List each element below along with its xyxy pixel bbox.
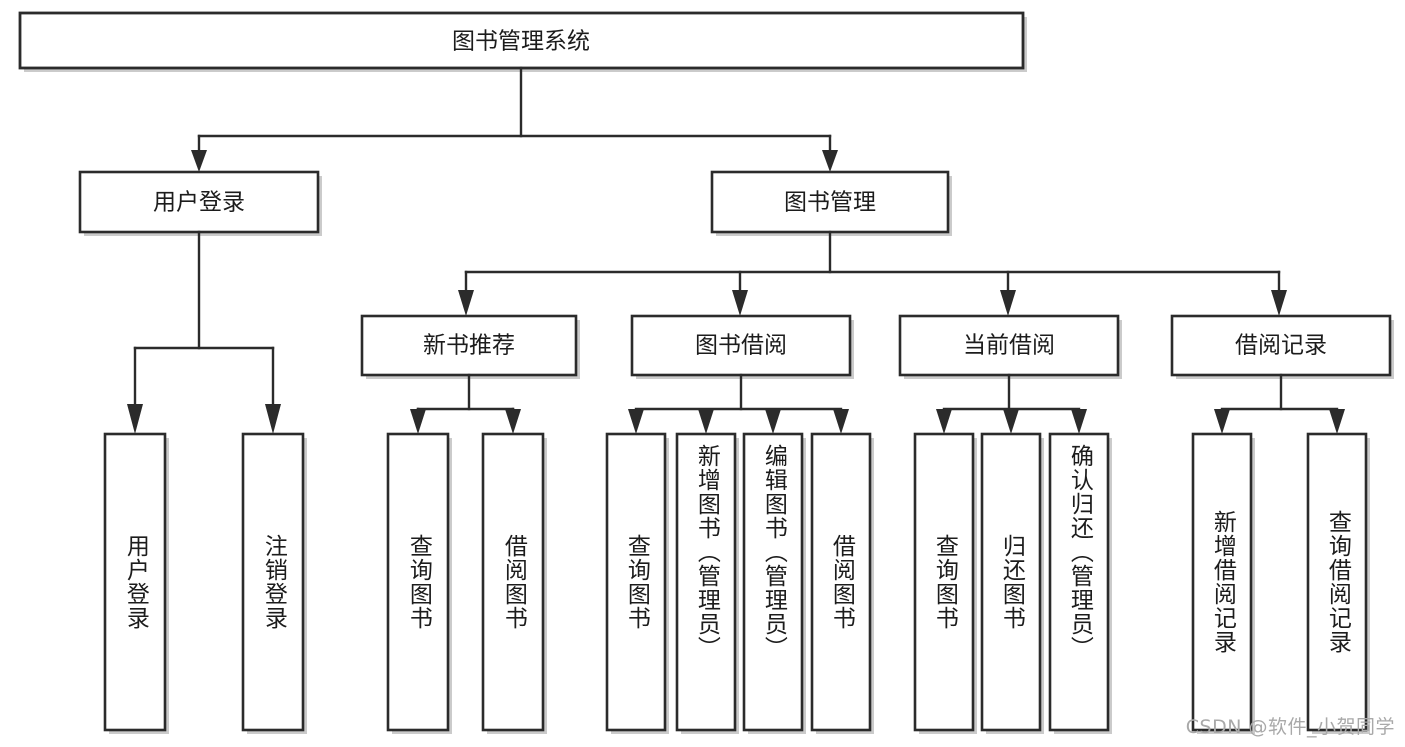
arrow-leaf-borrow-book-rec xyxy=(505,409,521,434)
arrow-leaf-return-book xyxy=(1003,409,1019,434)
arrow-user-login xyxy=(191,150,207,172)
leaf-box-query-book-borrow[interactable] xyxy=(605,432,667,732)
watermark-text: CSDN @软件_小贺同学 xyxy=(1185,716,1395,738)
leaf-box-add-borrow-record[interactable] xyxy=(1191,432,1253,732)
leaf-box-user-login[interactable] xyxy=(103,432,167,732)
links-user-login-to-leaves xyxy=(127,230,281,434)
leaf-box-return-book[interactable] xyxy=(980,432,1042,732)
node-borrow-record[interactable]: 借阅记录 xyxy=(1170,314,1394,379)
arrow-new-book-rec xyxy=(458,290,474,316)
leaf-box-borrow-book-rec[interactable] xyxy=(481,432,545,732)
links-borrow-record-to-leaves xyxy=(1214,373,1345,434)
node-book-manage[interactable]: 图书管理 xyxy=(710,170,952,236)
node-book-borrow[interactable]: 图书借阅 xyxy=(630,314,854,379)
leaf-box-edit-book[interactable] xyxy=(742,432,804,732)
user-login-label: 用户登录 xyxy=(153,190,245,216)
leaf-box-logout[interactable] xyxy=(241,432,305,732)
node-root[interactable]: 图书管理系统 xyxy=(18,11,1027,72)
arrow-leaf-add-borrow-record xyxy=(1214,409,1230,434)
arrow-leaf-query-book-borrow xyxy=(628,409,644,434)
arrow-leaf-query-book-current xyxy=(936,409,952,434)
borrow-record-label: 借阅记录 xyxy=(1235,333,1327,359)
arrow-leaf-add-book xyxy=(698,409,714,434)
arrow-leaf-edit-book xyxy=(765,409,781,434)
borrow-record-box[interactable] xyxy=(1170,314,1392,377)
node-current-borrow[interactable]: 当前借阅 xyxy=(898,314,1122,379)
root-box[interactable] xyxy=(18,11,1025,70)
new-book-rec-label: 新书推荐 xyxy=(423,333,515,359)
arrow-leaf-confirm-return xyxy=(1071,409,1087,434)
links-book-manage-to-level3 xyxy=(458,230,1287,316)
leaf-box-confirm-return[interactable] xyxy=(1048,432,1110,732)
node-new-book-rec[interactable]: 新书推荐 xyxy=(360,314,580,379)
links-root-to-level2 xyxy=(191,66,838,172)
node-user-login[interactable]: 用户登录 xyxy=(78,170,322,236)
arrow-borrow-record xyxy=(1271,290,1287,316)
current-borrow-box[interactable] xyxy=(898,314,1120,377)
links-current-borrow-to-leaves xyxy=(936,373,1087,434)
leaf-box-add-book[interactable] xyxy=(675,432,737,732)
user-login-box[interactable] xyxy=(78,170,320,234)
arrow-leaf-borrow-book xyxy=(833,409,849,434)
book-borrow-label: 图书借阅 xyxy=(695,333,787,359)
links-book-borrow-to-leaves xyxy=(628,373,849,434)
leaf-box-query-book-current[interactable] xyxy=(913,432,975,732)
arrow-current-borrow xyxy=(1000,290,1016,316)
book-manage-label: 图书管理 xyxy=(784,190,876,216)
arrow-book-borrow xyxy=(732,290,748,316)
leaf-box-borrow-book[interactable] xyxy=(810,432,872,732)
arrow-leaf-query-borrow-record xyxy=(1329,409,1345,434)
leaf-box-query-borrow-record[interactable] xyxy=(1306,432,1368,732)
leaf-box-query-book-rec[interactable] xyxy=(386,432,450,732)
arrow-leaf-user-login xyxy=(127,404,143,434)
root-label: 图书管理系统 xyxy=(452,29,590,55)
current-borrow-label: 当前借阅 xyxy=(963,333,1055,359)
arrow-leaf-logout xyxy=(265,404,281,434)
leaf-boxes xyxy=(103,432,1370,734)
book-manage-box[interactable] xyxy=(710,170,950,234)
arrow-leaf-query-book-rec xyxy=(410,409,426,434)
new-book-rec-box[interactable] xyxy=(360,314,578,377)
arrow-book-manage xyxy=(822,150,838,172)
links-new-book-rec-to-leaves xyxy=(410,373,521,434)
